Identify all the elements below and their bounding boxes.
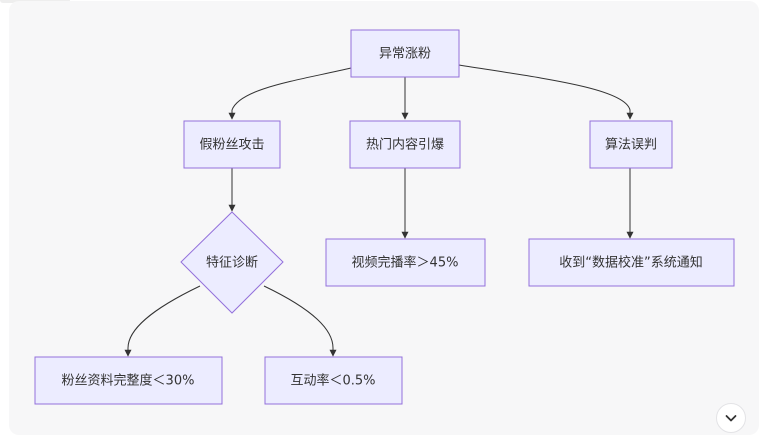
edge-diagnosis-profile (124, 285, 201, 357)
edge-root-algo-error (458, 64, 634, 120)
node-calibration-notice[interactable]: 收到“数据校准”系统通知 (528, 238, 735, 287)
collapse-button[interactable] (716, 403, 746, 433)
node-interaction-rate[interactable]: 互动率＜0.5% (264, 356, 403, 405)
node-algo-error[interactable]: 算法误判 (589, 120, 673, 169)
node-root-label: 异常涨粉 (379, 47, 431, 62)
node-profile-completeness-label: 粉丝资料完整度＜30% (62, 373, 195, 389)
node-algo-error-label: 算法误判 (605, 138, 657, 153)
edge-root-fake-attack (228, 67, 352, 120)
node-interaction-rate-label: 互动率＜0.5% (290, 373, 375, 389)
node-completion-rate[interactable]: 视频完播率＞45% (325, 238, 486, 287)
node-hot-content-label: 热门内容引爆 (366, 137, 444, 153)
node-fake-attack[interactable]: 假粉丝攻击 (183, 120, 281, 169)
edge-diagnosis-interaction (263, 285, 337, 357)
node-fake-attack-label: 假粉丝攻击 (199, 138, 264, 153)
node-calibration-notice-label: 收到“数据校准”系统通知 (559, 255, 702, 271)
node-hot-content[interactable]: 热门内容引爆 (349, 120, 461, 169)
node-diagnosis-label: 特征诊断 (206, 256, 258, 271)
node-profile-completeness[interactable]: 粉丝资料完整度＜30% (34, 356, 223, 405)
node-diagnosis[interactable]: 特征诊断 (180, 211, 284, 314)
node-root[interactable]: 异常涨粉 (350, 29, 460, 78)
node-completion-rate-label: 视频完播率＞45% (352, 255, 459, 271)
chevron-down-icon (725, 415, 737, 422)
